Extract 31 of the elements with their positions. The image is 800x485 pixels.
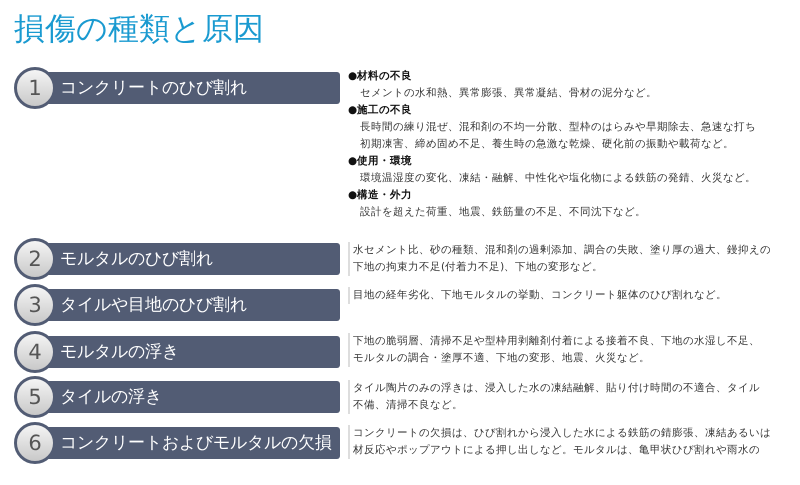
cause-heading: ●使用・環境: [348, 154, 414, 169]
cause-text: 設計を超えた荷重、地震、鉄筋量の不足、不同沈下など。: [359, 205, 647, 220]
number-badge: 2: [14, 238, 56, 280]
cause-text: 下地の拘束力不足(付着力不足)、下地の変形など。: [348, 259, 771, 276]
number-badge: 5: [14, 376, 56, 418]
number-badge: 3: [14, 284, 56, 326]
cause-heading: ●材料の不良: [348, 68, 414, 84]
number-badge: 4: [14, 331, 56, 373]
cause-text: 環境温湿度の変化、凍結・融解、中性化や塩化物による鉄筋の発錆、火災など。: [359, 171, 756, 186]
damage-type-label: タイルや目地のひび割れ: [60, 294, 247, 317]
cause-text: 材反応やポップアウトによる押し出しなど。モルタルは、亀甲状ひび割れや雨水の: [348, 442, 771, 459]
cause-text: コンクリートの欠損は、ひび割れから浸入した水による鉄筋の錆膨張、凍結あるいは: [348, 425, 771, 442]
cause-heading: ●施工の不良: [348, 102, 414, 118]
cause-text: セメントの水和熱、異常膨張、異常凝結、骨材の泥分など。: [359, 86, 658, 101]
damage-type-label: タイルの浮き: [60, 386, 162, 409]
cause-text: 目地の経年劣化、下地モルタルの挙動、コンクリート躯体のひび割れなど。: [348, 287, 727, 304]
page-title: 損傷の種類と原因: [14, 10, 264, 49]
cause-text: 水セメント比、砂の種類、混和剤の過剰添加、調合の失敗、塗り厚の過大、鏝抑えの: [348, 242, 771, 259]
damage-type-label: モルタルの浮き: [60, 341, 179, 364]
cause-text: 下地の脆弱層、清掃不足や型枠用剥離剤付着による接着不良、下地の水湿し不足、: [348, 333, 760, 350]
cause-text: 長時間の練り混ぜ、混和剤の不均一分散、型枠のはらみや早期除去、急速な打ち: [359, 120, 756, 135]
number-badge: 6: [14, 422, 56, 464]
number-badge: 1: [14, 67, 56, 109]
damage-type-label: コンクリートのひび割れ: [60, 77, 247, 100]
damage-type-label: モルタルのひび割れ: [60, 248, 213, 271]
cause-heading: ●構造・外力: [348, 188, 414, 203]
cause-text: タイル陶片のみの浮きは、浸入した水の凍結融解、貼り付け時間の不適合、タイル: [348, 380, 760, 397]
damage-type-label: コンクリートおよびモルタルの欠損: [60, 432, 332, 455]
cause-text: 初期凍害、締め固め不足、養生時の急激な乾燥、硬化前の振動や載荷など。: [359, 137, 735, 152]
cause-text: 不備、清掃不良など。: [348, 397, 760, 414]
cause-text: モルタルの調合・塗厚不適、下地の変形、地震、火災など。: [348, 350, 760, 367]
